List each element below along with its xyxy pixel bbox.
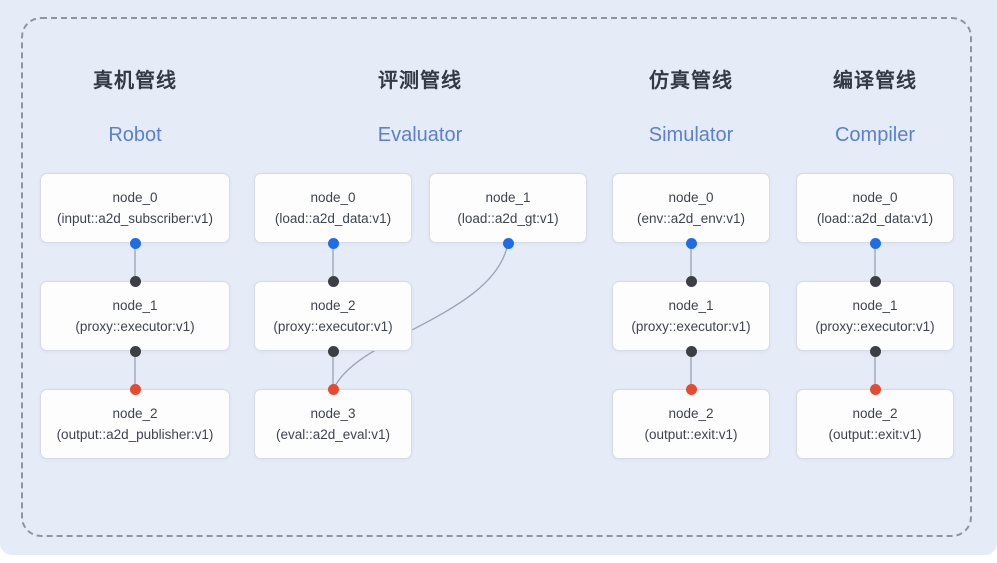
node-label: node_1 xyxy=(852,298,898,313)
node-type: (proxy::executor:v1) xyxy=(273,319,393,334)
node-type: (output::exit:v1) xyxy=(828,427,922,442)
node-label: node_3 xyxy=(310,406,356,421)
port-dot-black xyxy=(327,275,339,287)
node-label: node_1 xyxy=(668,298,714,313)
node-type: (load::a2d_gt:v1) xyxy=(457,211,559,226)
node-box: node_0(load::a2d_data:v1) xyxy=(254,173,412,243)
port-dot-black xyxy=(129,345,141,357)
node-type: (output::a2d_publisher:v1) xyxy=(56,427,214,442)
node-box: node_0(input::a2d_subscriber:v1) xyxy=(40,173,230,243)
pipeline-title-en: Compiler xyxy=(834,124,916,146)
pipeline-title-cn: 评测管线 xyxy=(378,70,462,92)
node-label: node_0 xyxy=(852,190,898,205)
pipeline-title-cn: 编译管线 xyxy=(833,70,917,92)
node-box: node_2(output::exit:v1) xyxy=(796,389,954,459)
node-type: (proxy::executor:v1) xyxy=(815,319,935,334)
node-type: (eval::a2d_eval:v1) xyxy=(275,427,391,442)
node-label: node_2 xyxy=(668,406,714,421)
port-dot-red xyxy=(327,383,339,395)
node-label: node_2 xyxy=(310,298,356,313)
node-type: (load::a2d_data:v1) xyxy=(274,211,392,226)
port-dot-black xyxy=(327,345,339,357)
port-dot-black xyxy=(685,275,697,287)
node-box: node_1(load::a2d_gt:v1) xyxy=(429,173,587,243)
node-type: (input::a2d_subscriber:v1) xyxy=(56,211,214,226)
dashed-frame xyxy=(21,17,972,537)
port-dot-blue xyxy=(129,237,141,249)
port-dot-red xyxy=(129,383,141,395)
node-type: (output::exit:v1) xyxy=(644,427,738,442)
node-label: node_0 xyxy=(112,190,158,205)
node-label: node_1 xyxy=(112,298,158,313)
pipeline-title-en: Robot xyxy=(108,124,162,146)
pipeline-title-en: Simulator xyxy=(648,124,734,146)
port-dot-red xyxy=(685,383,697,395)
node-box: node_0(env::a2d_env:v1) xyxy=(612,173,770,243)
node-type: (env::a2d_env:v1) xyxy=(636,211,746,226)
port-dot-black xyxy=(129,275,141,287)
node-type: (proxy::executor:v1) xyxy=(75,319,195,334)
node-box: node_1(proxy::executor:v1) xyxy=(40,281,230,351)
node-box: node_2(output::exit:v1) xyxy=(612,389,770,459)
node-type: (load::a2d_data:v1) xyxy=(816,211,934,226)
node-label: node_1 xyxy=(485,190,531,205)
node-label: node_2 xyxy=(112,406,158,421)
edge-curve xyxy=(333,242,509,389)
port-dot-red xyxy=(869,383,881,395)
node-box: node_0(load::a2d_data:v1) xyxy=(796,173,954,243)
port-dot-blue xyxy=(685,237,697,249)
pipeline-title-cn: 真机管线 xyxy=(93,70,177,92)
port-dot-black xyxy=(685,345,697,357)
node-box: node_1(proxy::executor:v1) xyxy=(612,281,770,351)
port-dot-blue xyxy=(327,237,339,249)
node-box: node_3(eval::a2d_eval:v1) xyxy=(254,389,412,459)
port-dot-black xyxy=(869,275,881,287)
node-box: node_1(proxy::executor:v1) xyxy=(796,281,954,351)
node-label: node_2 xyxy=(852,406,898,421)
node-label: node_0 xyxy=(310,190,356,205)
node-box: node_2(proxy::executor:v1) xyxy=(254,281,412,351)
node-box: node_2(output::a2d_publisher:v1) xyxy=(40,389,230,459)
port-dot-blue xyxy=(502,237,514,249)
pipeline-title-cn: 仿真管线 xyxy=(649,70,733,92)
port-dot-blue xyxy=(869,237,881,249)
node-label: node_0 xyxy=(668,190,714,205)
node-type: (proxy::executor:v1) xyxy=(631,319,751,334)
port-dot-black xyxy=(869,345,881,357)
pipeline-title-en: Evaluator xyxy=(377,124,463,146)
